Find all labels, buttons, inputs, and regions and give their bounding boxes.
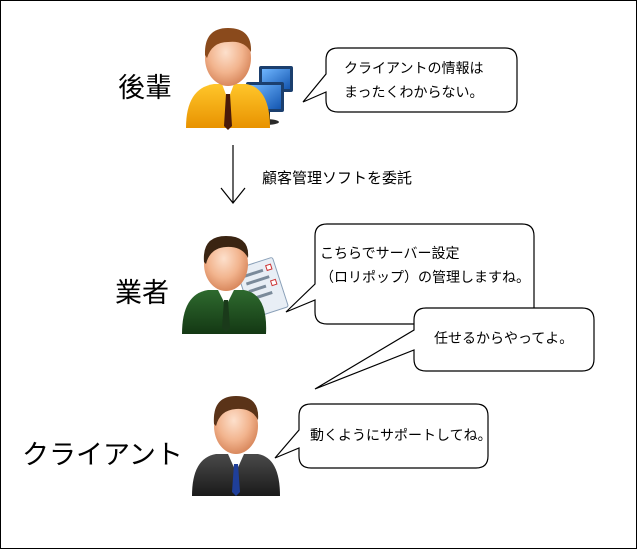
junior-person-icon	[186, 28, 293, 130]
junior-bubble-line-1: クライアントの情報は	[344, 61, 484, 77]
client-speech-bubble	[274, 403, 489, 469]
arrow-label: 顧客管理ソフトを委託	[262, 169, 413, 187]
client-person-icon	[192, 396, 280, 496]
vendor-person-icon	[182, 236, 289, 334]
vendor-speech-bubble	[285, 223, 535, 325]
junior-speech-bubble	[302, 47, 518, 113]
role-label-junior: 後輩	[118, 73, 172, 104]
junior-bubble-line-2: まったくわからない。	[344, 85, 484, 101]
client-bubble-line-1: 動くようにサポートしてね。	[310, 428, 492, 444]
role-label-client: クライアント	[22, 440, 183, 471]
vendor-reply-bubble-line-1: 任せるからやってよ。	[434, 331, 574, 347]
vendor-bubble-line-1: こちらでサーバー設定	[320, 246, 460, 262]
vendor-reply-speech-bubble	[314, 307, 595, 390]
role-label-vendor: 業者	[115, 278, 169, 309]
vendor-bubble-line-2: （ロリポップ）の管理しますね。	[320, 270, 530, 286]
down-arrow	[220, 145, 246, 204]
